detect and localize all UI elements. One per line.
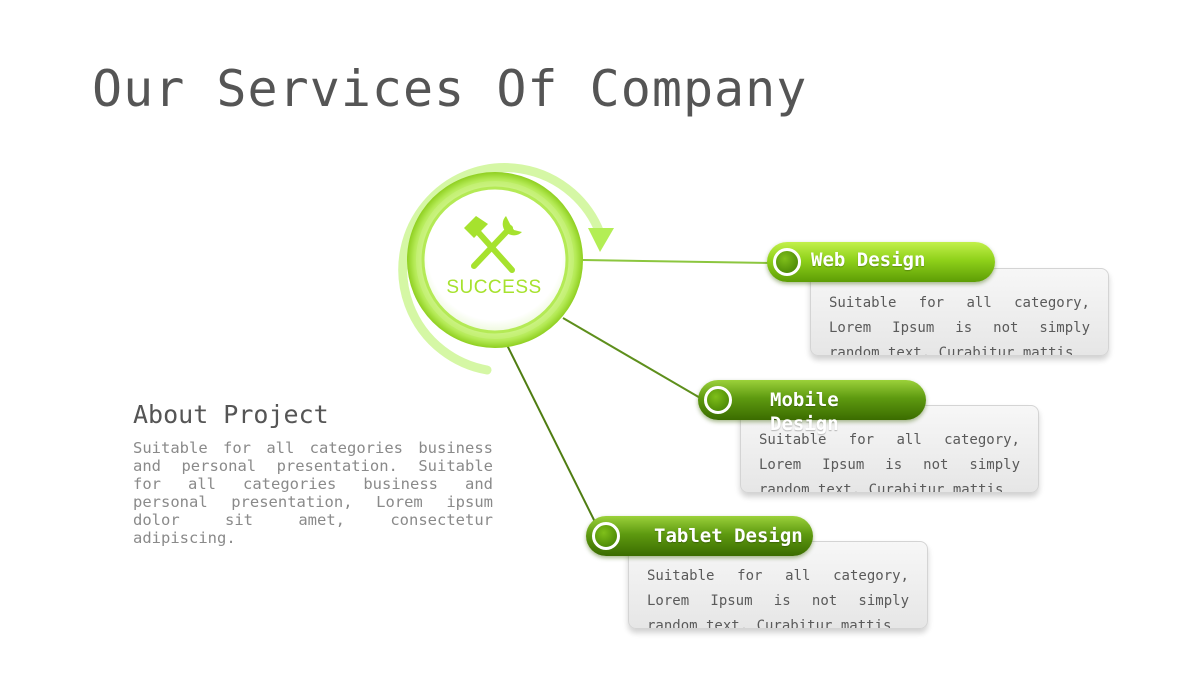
service-description: Suitable for all category, Lorem Ipsum i…: [759, 432, 1020, 493]
connector-web: [582, 259, 773, 264]
service-pill-web: Web Design: [767, 242, 995, 282]
about-body: Suitable for all categories business and…: [133, 439, 493, 547]
service-card-tablet: Suitable for all category, Lorem Ipsum i…: [628, 541, 928, 629]
hammer-wrench-icon: [464, 216, 522, 273]
cycle-arrowhead: [588, 228, 614, 252]
connector-tablet: [506, 344, 599, 529]
page-title: Our Services Of Company: [92, 60, 808, 118]
connector-mobile: [562, 317, 703, 400]
hub-inner-circle: [421, 186, 569, 334]
service-pill-mobile: Mobile Design: [698, 380, 926, 435]
service-title: Mobile Design: [770, 389, 839, 435]
service-card-web: Suitable for all category, Lorem Ipsum i…: [810, 268, 1109, 356]
circle-bullet-icon: [704, 386, 732, 414]
service-title: Tablet Design: [654, 525, 803, 547]
service-title: Web Design: [811, 249, 926, 271]
service-description: Suitable for all category, Lorem Ipsum i…: [647, 568, 909, 629]
service-pill-tablet: Tablet Design: [586, 516, 813, 556]
service-description: Suitable for all category, Lorem Ipsum i…: [829, 295, 1090, 356]
circle-bullet-icon: [592, 522, 620, 550]
about-heading: About Project: [133, 400, 329, 429]
hub-label: SUCCESS: [446, 277, 542, 298]
cycle-arc: [398, 163, 605, 375]
circle-bullet-icon: [773, 248, 801, 276]
